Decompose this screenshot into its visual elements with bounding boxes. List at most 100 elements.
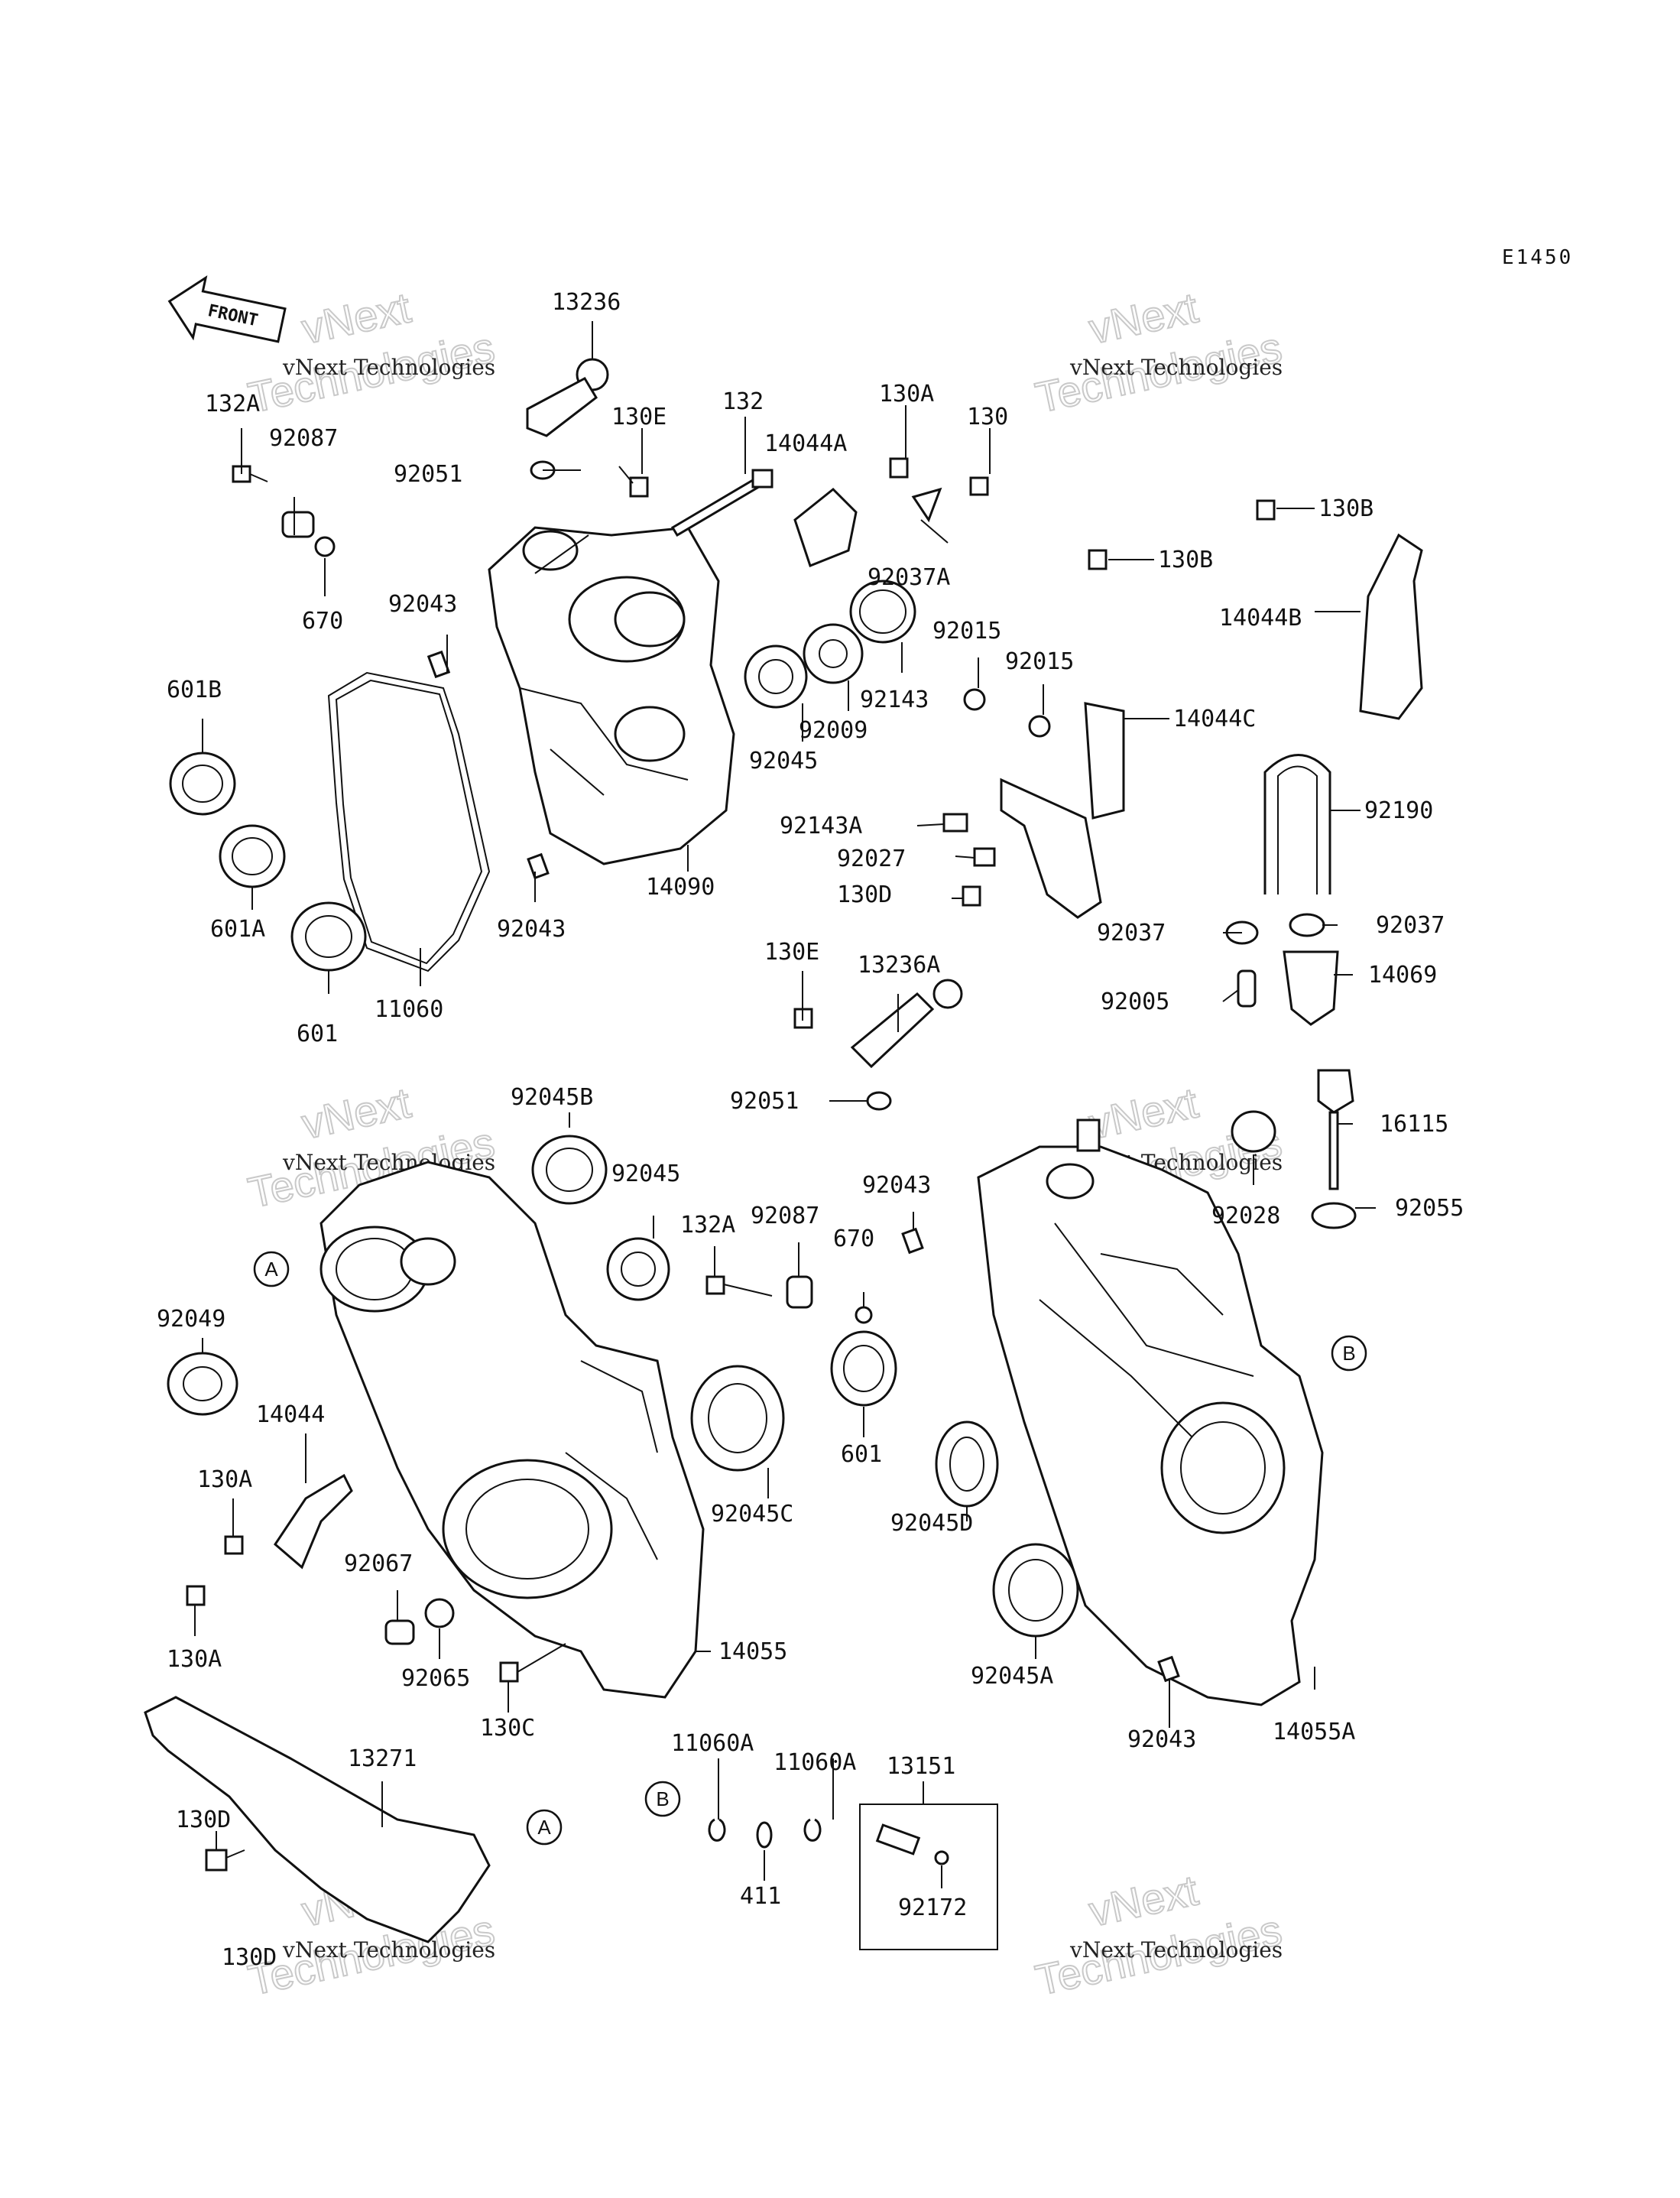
label-14090: 14090: [646, 874, 715, 901]
label-92045-mid: 92045: [611, 1161, 680, 1187]
svg-text:A: A: [537, 1816, 551, 1839]
washer-411: [756, 1821, 773, 1849]
label-92087-top: 92087: [269, 425, 338, 452]
bolt-130e-top: [618, 466, 649, 498]
gear-case-cover: [488, 526, 735, 865]
label-92009: 92009: [799, 717, 868, 744]
bearing-92045b: [531, 1135, 608, 1205]
label-130e-mid: 130E: [764, 939, 819, 966]
label-92172: 92172: [898, 1894, 967, 1921]
label-92037a: 92037A: [868, 564, 950, 591]
label-92143: 92143: [860, 687, 929, 713]
label-14069: 14069: [1368, 962, 1437, 989]
label-92045b: 92045B: [511, 1084, 593, 1111]
oring-92055: [1311, 1202, 1357, 1229]
clip-92037a: [911, 487, 942, 523]
bearing-92045a: [992, 1543, 1079, 1638]
label-92015-2: 92015: [1005, 648, 1074, 675]
label-14055: 14055: [718, 1638, 787, 1665]
callout-b-right: B: [1331, 1335, 1367, 1372]
label-601-left: 601: [297, 1021, 338, 1047]
watermark-top-right: vNext Technologies vNext Technologies: [1030, 282, 1286, 422]
svg-text:B: B: [656, 1787, 669, 1810]
label-92037-right: 92037: [1376, 912, 1445, 939]
gasket: [327, 671, 491, 972]
label-130e-top: 130E: [611, 404, 666, 430]
nut-92015-2: [1028, 715, 1051, 738]
collar-92143a: [942, 813, 968, 833]
bearing-92045d: [935, 1420, 999, 1508]
svg-text:A: A: [264, 1258, 278, 1281]
label-92043-bot: 92043: [1127, 1726, 1196, 1753]
label-92051-mid: 92051: [730, 1088, 799, 1115]
label-14044: 14044: [256, 1401, 325, 1428]
pin-92043-bot: [1157, 1655, 1180, 1683]
clamp-92037-right: [1289, 913, 1325, 937]
nut-92015-1: [963, 688, 986, 711]
label-92045-top: 92045: [749, 748, 818, 774]
label-92087-mid: 92087: [751, 1203, 819, 1229]
label-14044c: 14044C: [1173, 706, 1256, 732]
bearing-601b: [169, 752, 236, 816]
bolt-130d-bot: [205, 1849, 245, 1872]
watermark-mid-left: vNext Technologies vNext Technologies: [243, 1077, 499, 1217]
callout-a-top: A: [253, 1251, 290, 1287]
fitting-92005: [1237, 969, 1257, 1008]
bolt-130b-1: [1256, 499, 1276, 521]
crankcase-left: [319, 1161, 705, 1699]
screw-92172: [934, 1850, 949, 1865]
label-130a-l2: 130A: [167, 1646, 222, 1673]
lever-13236a: [850, 979, 963, 1069]
bracket-14044b: [1359, 533, 1423, 720]
label-92043-mid: 92043: [497, 916, 566, 943]
watermark-bottom-right: vNext Technologies vNext Technologies: [1030, 1865, 1286, 2005]
bolt-130a-l1: [224, 1535, 244, 1555]
label-130d-bot: 130D: [176, 1807, 231, 1833]
bracket-14044: [274, 1473, 353, 1570]
label-92065: 92065: [401, 1665, 470, 1692]
svg-text:vNext Technologies: vNext Technologies: [1069, 1937, 1283, 1963]
label-92037-left: 92037: [1097, 920, 1166, 946]
diagram-code: E1450: [1502, 246, 1573, 269]
label-130d-bot2: 130D: [222, 1944, 277, 1971]
washer-92065: [424, 1598, 455, 1628]
bolt-130c: [499, 1643, 566, 1683]
part-labels: 13236 132A 92087 130E 132 130A 130 14044…: [157, 289, 1464, 1971]
label-132: 132: [722, 388, 764, 415]
bearing-92045c: [690, 1365, 785, 1472]
label-14044a: 14044A: [764, 430, 847, 457]
collar-92143: [849, 580, 916, 644]
bracket-14044a: [793, 487, 858, 567]
oring-670-top: [314, 536, 336, 557]
bolt-130b-2: [1088, 549, 1108, 570]
drain-92087-top: [281, 511, 315, 538]
bolt-130a-l2: [186, 1585, 206, 1606]
label-92067: 92067: [344, 1550, 413, 1577]
leader-lines: [194, 321, 1376, 1888]
label-92055: 92055: [1395, 1195, 1464, 1222]
svg-text:vNext Technologies: vNext Technologies: [282, 1937, 495, 1963]
label-130b-2: 130B: [1158, 547, 1213, 573]
label-13271: 13271: [348, 1745, 417, 1772]
label-92027: 92027: [837, 846, 906, 872]
label-130-top: 130: [967, 404, 1008, 430]
label-92045a: 92045A: [971, 1663, 1053, 1690]
bracket-14044c: [1000, 702, 1125, 919]
washer-92051-mid: [866, 1091, 892, 1111]
bearing-92045-top: [744, 644, 808, 709]
shaft-13151: [875, 1823, 921, 1855]
crankcase-right: [977, 1118, 1324, 1706]
label-130a-l1: 130A: [197, 1466, 252, 1493]
label-132a-mid: 132A: [680, 1212, 735, 1239]
dipstick-16115: [1317, 1069, 1354, 1190]
label-130b-1: 130B: [1318, 495, 1374, 522]
callout-a-bottom: A: [526, 1809, 563, 1846]
circlip-11060a-2: [803, 1818, 822, 1842]
bearing-601-mid: [830, 1330, 897, 1407]
label-11060a-2: 11060A: [774, 1749, 856, 1776]
label-92190: 92190: [1364, 797, 1433, 824]
guard-13271: [144, 1696, 491, 1943]
label-670-mid: 670: [833, 1226, 874, 1252]
label-130a-top: 130A: [879, 381, 934, 407]
